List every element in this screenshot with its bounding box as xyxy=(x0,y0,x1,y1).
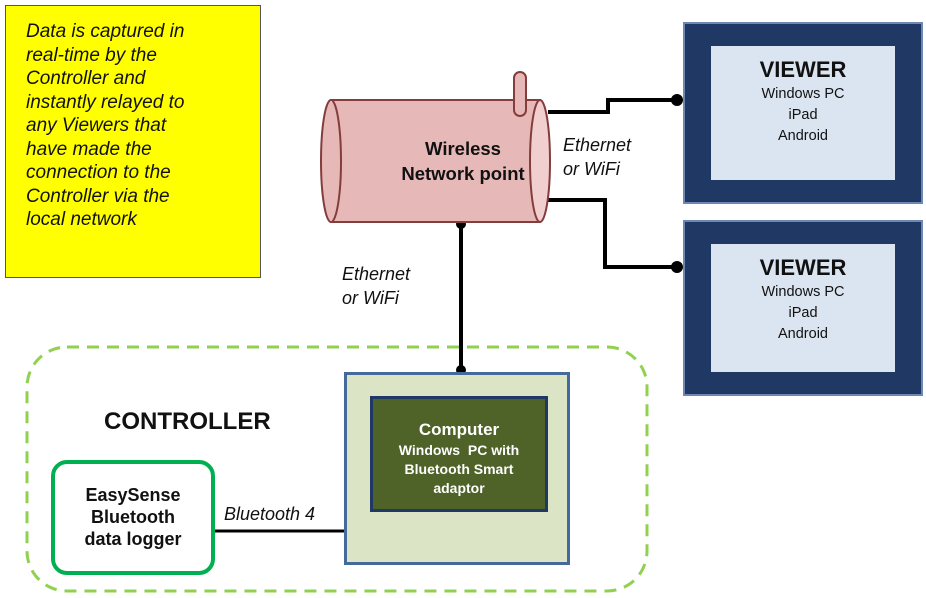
viewer-platform: Windows PC xyxy=(761,86,845,102)
viewer-panel-1: VIEWER Windows PC iPad Android xyxy=(709,44,897,182)
note-line: local network xyxy=(26,209,137,230)
link-label-bluetooth: Bluetooth 4 xyxy=(224,504,316,524)
connector-network-to-viewer-1 xyxy=(548,98,677,114)
network-point-label-line1: Wireless xyxy=(425,138,501,159)
computer-panel: Computer Windows PC with Bluetooth Smart… xyxy=(370,396,548,512)
viewer-box-2: VIEWER Windows PC iPad Android xyxy=(683,220,923,396)
network-point-label: Wireless Network point xyxy=(388,136,538,186)
note-line: real-time by the xyxy=(26,44,157,66)
info-note: Data is captured in real-time by the Con… xyxy=(5,5,261,278)
network-point-cylinder xyxy=(320,99,551,223)
data-logger-line: Bluetooth xyxy=(91,507,175,527)
computer-line: Windows PC with xyxy=(398,442,520,458)
viewer-box-1: VIEWER Windows PC iPad Android xyxy=(683,22,923,204)
data-logger-line: EasySense xyxy=(85,485,181,505)
viewer-platform: Android xyxy=(778,326,828,342)
viewer-platform: iPad xyxy=(788,305,818,321)
computer-line: Bluetooth Smart xyxy=(404,461,514,477)
computer-line: adaptor xyxy=(433,480,485,496)
link-label-line1: Ethernet xyxy=(563,135,632,155)
data-logger-box: EasySense Bluetooth data logger xyxy=(51,460,215,575)
link-label-line2: or WiFi xyxy=(563,159,620,179)
controller-label: CONTROLLER xyxy=(104,408,271,435)
note-line: instantly relayed to xyxy=(26,91,185,113)
viewer-title: VIEWER xyxy=(759,57,847,82)
viewer-platform: Android xyxy=(778,128,828,144)
computer-title: Computer xyxy=(418,420,500,439)
viewer-platform: Windows PC xyxy=(761,284,845,300)
connector-dot-viewer-2 xyxy=(671,261,683,273)
note-line: connection to the xyxy=(26,162,171,183)
viewer-platform: iPad xyxy=(788,107,818,123)
controller-group-border xyxy=(25,345,649,593)
note-line: any Viewers that xyxy=(26,115,167,136)
connector-dot-viewer-1 xyxy=(671,94,683,106)
link-label-network-viewers: Ethernet or WiFi xyxy=(563,133,631,181)
note-line: have made the xyxy=(26,138,152,160)
viewer-title: VIEWER xyxy=(759,255,847,280)
network-point-label-line2: Network point xyxy=(401,163,525,184)
link-label-network-controller: Ethernet or WiFi xyxy=(342,262,410,310)
link-label-line1: Ethernet xyxy=(342,264,411,284)
network-point-antenna xyxy=(513,71,527,117)
viewer-panel-2: VIEWER Windows PC iPad Android xyxy=(709,242,897,374)
connector-network-to-viewer-2 xyxy=(548,198,677,269)
computer-box: Computer Windows PC with Bluetooth Smart… xyxy=(344,372,570,565)
data-logger-line: data logger xyxy=(84,529,182,549)
note-line: Controller via the xyxy=(26,185,170,207)
link-label-line2: or WiFi xyxy=(342,288,399,308)
note-line: Data is captured in xyxy=(26,21,185,42)
note-line: Controller and xyxy=(26,68,146,89)
